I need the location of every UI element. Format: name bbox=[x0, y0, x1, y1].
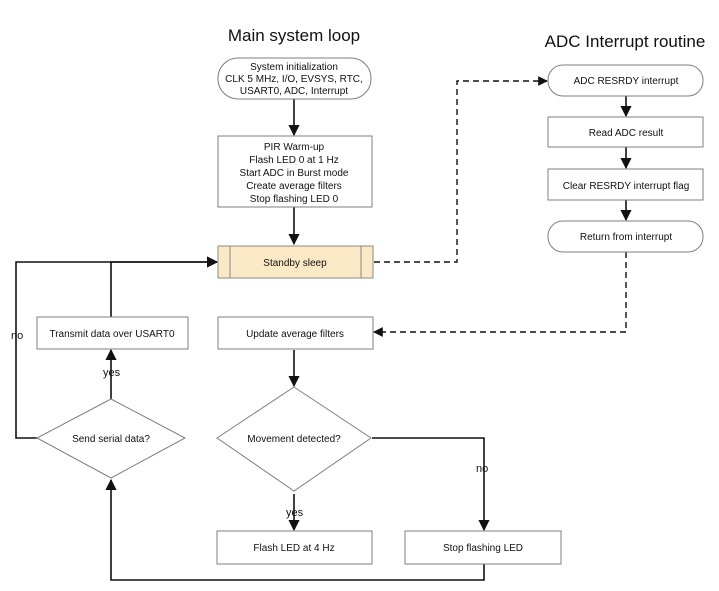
svg-text:ADC RESRDY interrupt: ADC RESRDY interrupt bbox=[574, 76, 679, 87]
svg-text:Start ADC in Burst mode: Start ADC in Burst mode bbox=[240, 168, 349, 179]
svg-text:Standby sleep: Standby sleep bbox=[263, 258, 327, 269]
svg-text:Create average filters: Create average filters bbox=[246, 181, 342, 192]
decision-movement: Movement detected? bbox=[216, 386, 372, 492]
edge-label-no-left: no bbox=[11, 330, 23, 342]
node-clear-flag: Clear RESRDY interrupt flag bbox=[547, 168, 704, 201]
edge-label-no-move: no bbox=[476, 463, 488, 475]
adc-routine-title: ADC Interrupt routine bbox=[545, 32, 706, 51]
node-standby-sleep: Standby sleep bbox=[217, 245, 374, 279]
svg-text:Movement detected?: Movement detected? bbox=[247, 434, 341, 445]
node-update-filters: Update average filters bbox=[217, 316, 374, 350]
connectors bbox=[15, 76, 632, 581]
svg-text:Clear RESRDY interrupt flag: Clear RESRDY interrupt flag bbox=[563, 181, 690, 192]
svg-text:USART0, ADC, Interrupt: USART0, ADC, Interrupt bbox=[240, 86, 348, 97]
decision-send-serial: Send serial data? bbox=[35, 398, 187, 479]
svg-text:Read ADC result: Read ADC result bbox=[589, 128, 664, 139]
svg-text:Transmit data over USART0: Transmit data over USART0 bbox=[49, 329, 174, 340]
svg-text:PIR Warm-up: PIR Warm-up bbox=[264, 142, 325, 153]
svg-text:Flash LED at 4 Hz: Flash LED at 4 Hz bbox=[253, 543, 334, 554]
node-transmit-usart: Transmit data over USART0 bbox=[36, 316, 189, 350]
svg-text:Send serial data?: Send serial data? bbox=[72, 434, 150, 445]
node-adc-resrdy: ADC RESRDY interrupt bbox=[547, 64, 704, 97]
svg-text:System initialization: System initialization bbox=[250, 62, 338, 73]
node-read-adc: Read ADC result bbox=[547, 116, 704, 148]
svg-text:Stop flashing LED: Stop flashing LED bbox=[443, 543, 523, 554]
node-stop-flashing: Stop flashing LED bbox=[404, 530, 562, 565]
svg-text:CLK 5 MHz, I/O, EVSYS, RTC,: CLK 5 MHz, I/O, EVSYS, RTC, bbox=[225, 74, 363, 85]
main-loop-title: Main system loop bbox=[228, 26, 360, 45]
node-pir-warmup: PIR Warm-up Flash LED 0 at 1 Hz Start AD… bbox=[217, 135, 373, 208]
svg-text:Flash LED 0 at 1 Hz: Flash LED 0 at 1 Hz bbox=[249, 155, 338, 166]
svg-text:Return from interrupt: Return from interrupt bbox=[580, 232, 672, 243]
edge-label-yes-move: yes bbox=[286, 507, 304, 519]
node-system-init: System initialization CLK 5 MHz, I/O, EV… bbox=[217, 57, 372, 100]
edge-label-yes-send: yes bbox=[103, 367, 121, 379]
node-return-interrupt: Return from interrupt bbox=[547, 220, 704, 253]
svg-text:Update average filters: Update average filters bbox=[246, 329, 344, 340]
node-flash-4hz: Flash LED at 4 Hz bbox=[216, 530, 373, 565]
svg-text:Stop flashing LED 0: Stop flashing LED 0 bbox=[250, 194, 339, 205]
